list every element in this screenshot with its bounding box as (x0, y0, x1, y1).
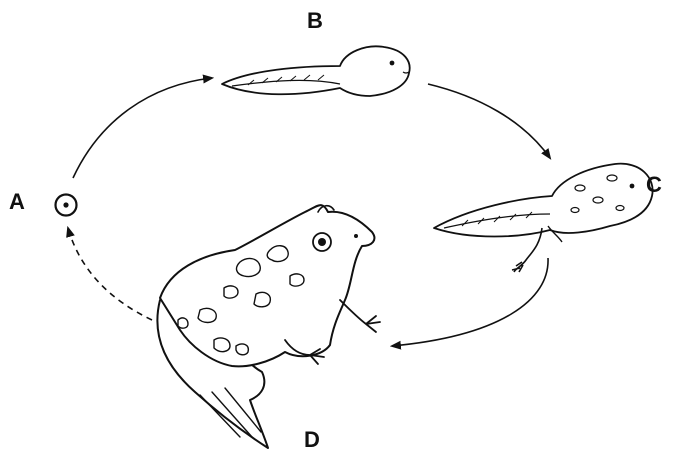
tadpole-with-legs-icon (434, 164, 653, 272)
egg-icon (56, 195, 77, 216)
stage-label-c: C (646, 174, 662, 196)
stage-label-a: A (9, 191, 25, 213)
arrow-a-to-b (73, 78, 212, 178)
arrow-d-to-a (68, 228, 152, 320)
arrow-b-to-c (428, 84, 550, 158)
tadpole-icon (222, 46, 410, 96)
adult-frog-icon (157, 205, 380, 448)
stage-label-d: D (304, 429, 320, 451)
arrow-c-to-d (392, 258, 548, 346)
stage-label-b: B (307, 10, 323, 32)
